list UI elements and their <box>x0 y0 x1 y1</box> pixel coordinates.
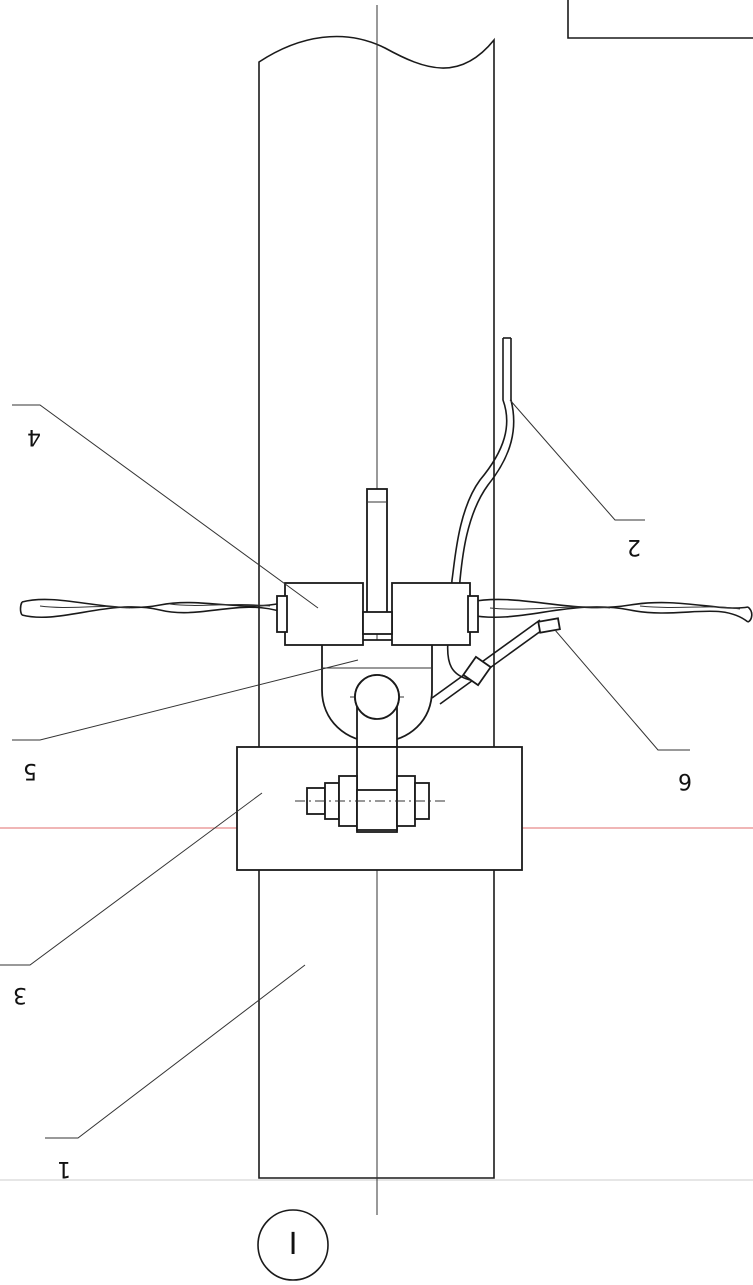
leader-3 <box>0 792 263 966</box>
clamp-center <box>362 611 393 635</box>
leader-2 <box>509 399 645 521</box>
cable-2 <box>446 338 508 681</box>
stay-wire-2 <box>431 619 541 699</box>
bolt-assembly <box>295 775 445 831</box>
title-box-fragment <box>567 0 753 39</box>
hook-eye <box>354 674 400 720</box>
callout-5: 5 <box>23 758 37 783</box>
callout-1: 1 <box>57 1156 71 1181</box>
connector-6 <box>537 617 561 634</box>
twisted-cable-left <box>19 598 283 619</box>
callout-2: 2 <box>627 534 641 559</box>
clamp-block-right <box>391 582 471 646</box>
leader-5 <box>12 659 359 741</box>
clamp-collar-right <box>467 595 479 633</box>
clamp-collar-left <box>276 595 288 633</box>
twisted-cable-right <box>469 598 753 623</box>
view-marker-label: I <box>289 1227 298 1262</box>
callout-6: 6 <box>678 768 692 793</box>
stay-wire <box>439 627 546 705</box>
callout-4: 4 <box>27 424 41 449</box>
connector-lower <box>462 655 492 687</box>
leader-4 <box>12 404 319 609</box>
callout-3: 3 <box>13 982 27 1007</box>
tongue <box>366 488 388 616</box>
view-marker-circle <box>257 1209 329 1281</box>
leader-6 <box>554 629 690 751</box>
pole-outline <box>258 35 495 1179</box>
cable-2-inner <box>455 338 515 641</box>
leader-1 <box>45 964 306 1139</box>
